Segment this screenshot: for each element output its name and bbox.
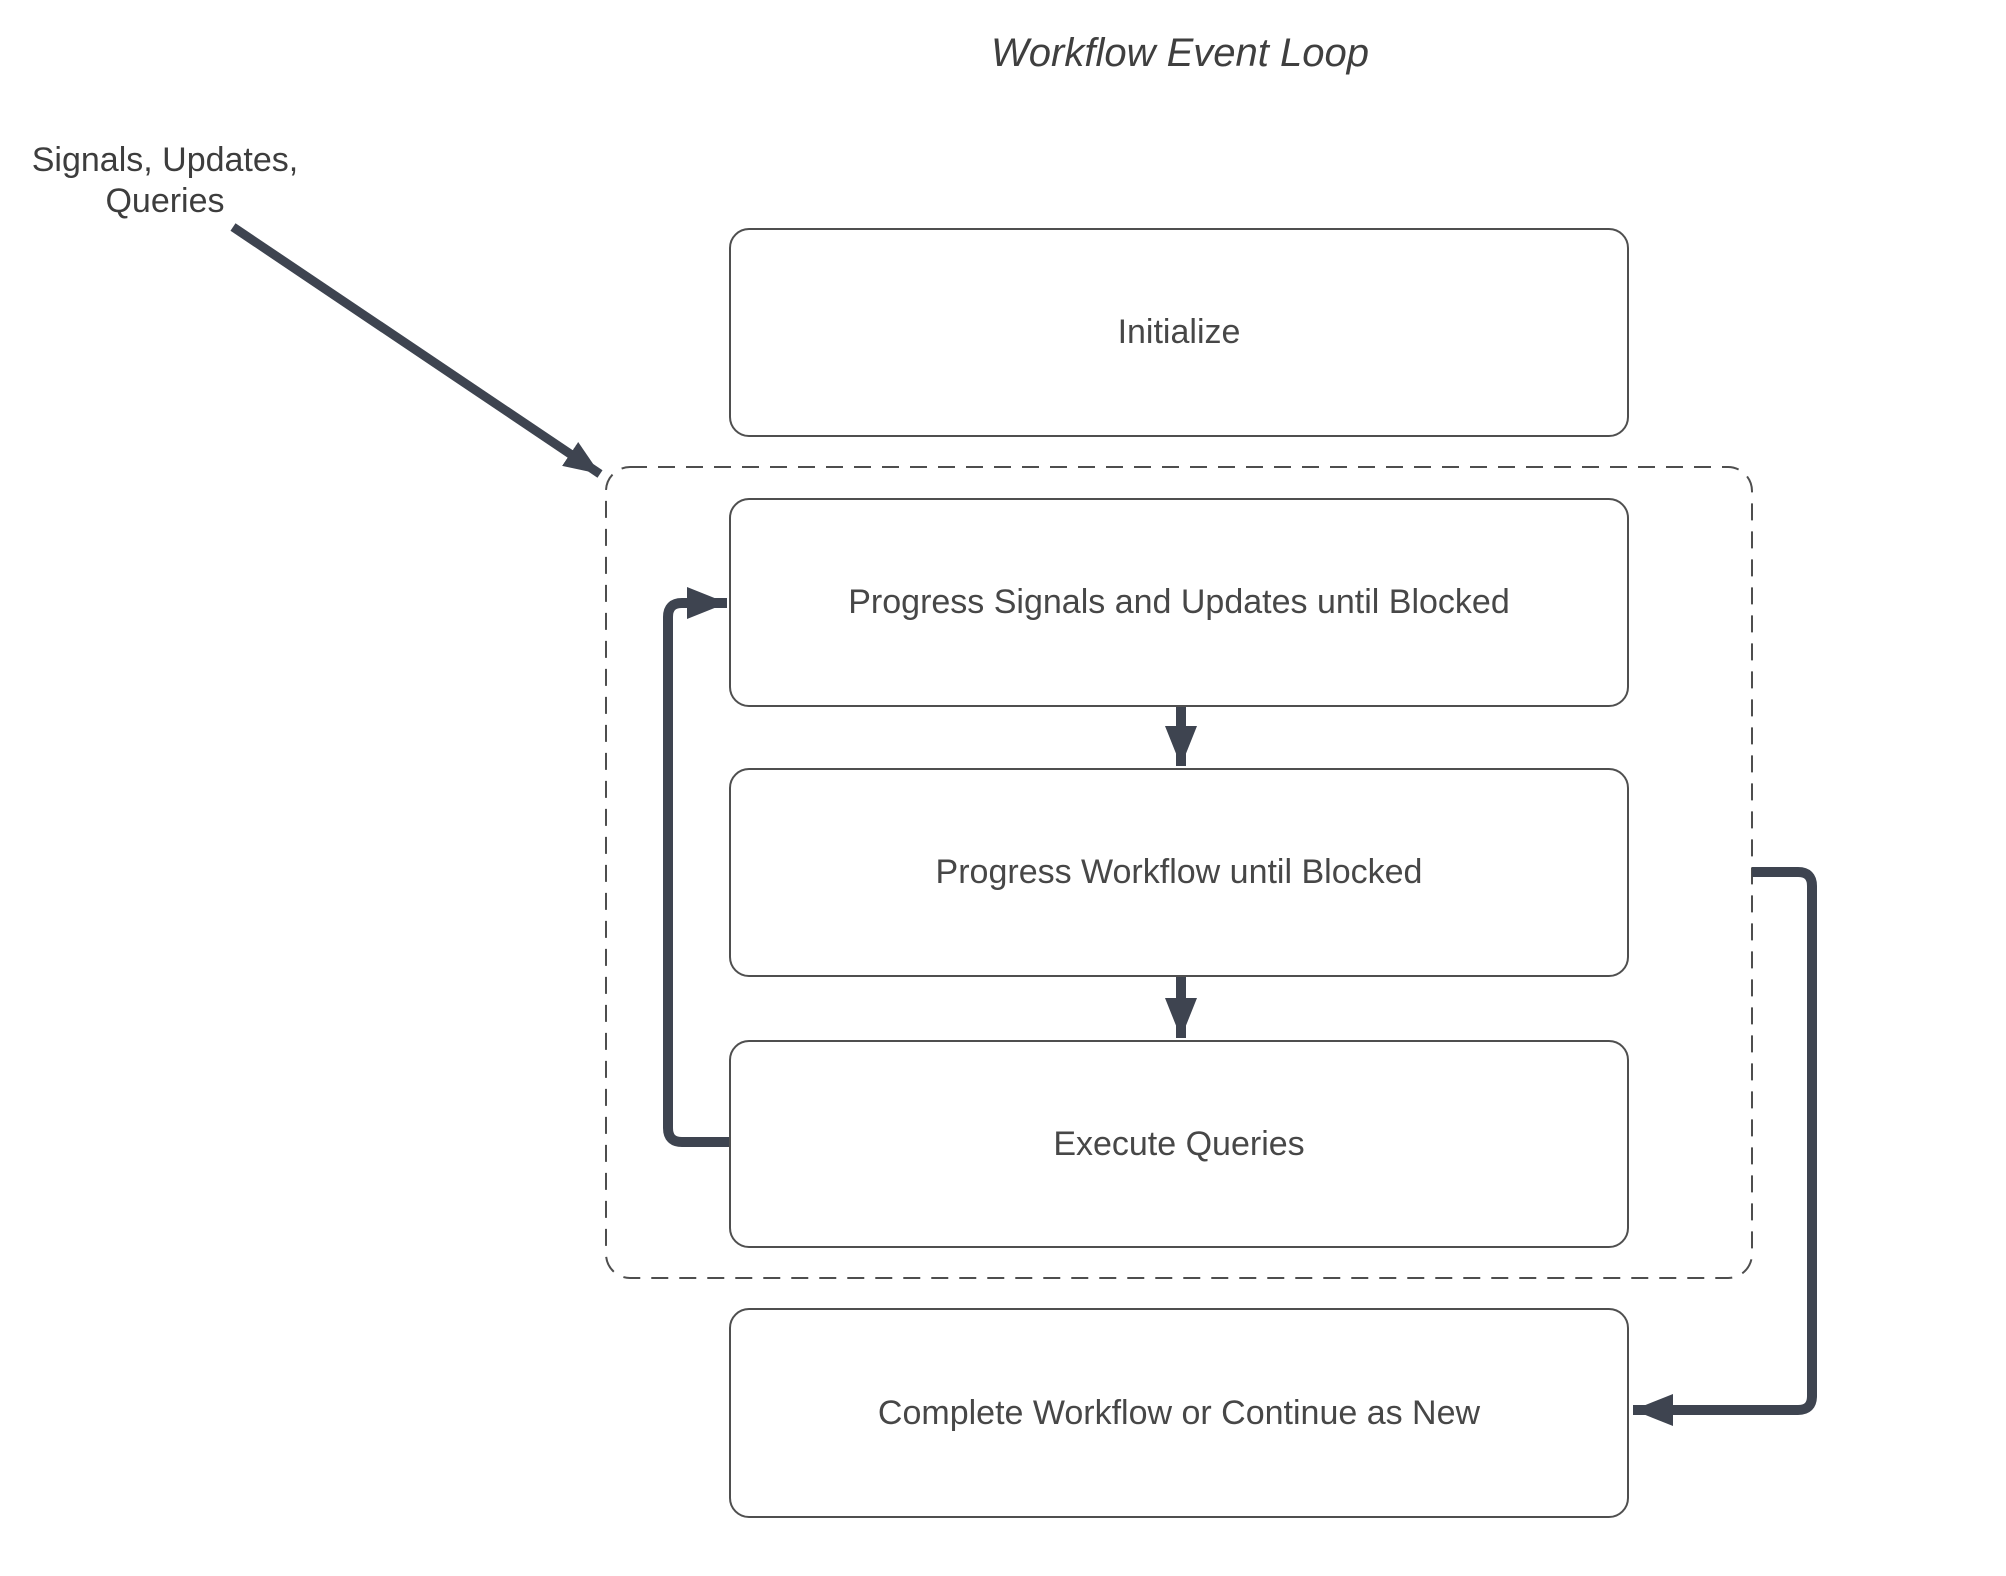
annotation-line-2: Queries bbox=[105, 182, 225, 220]
diagram-title: Workflow Event Loop bbox=[991, 31, 1369, 75]
node-execute-queries: Execute Queries bbox=[729, 1040, 1629, 1248]
node-progress-signals-and-updates: Progress Signals and Updates until Block… bbox=[729, 498, 1629, 707]
node-progress-workflow-label: Progress Workflow until Blocked bbox=[935, 853, 1423, 891]
node-complete-workflow: Complete Workflow or Continue as New bbox=[729, 1308, 1629, 1518]
arrow-signals-to-event-loop bbox=[230, 223, 603, 478]
signals-updates-queries-label: Signals, Updates, Queries bbox=[30, 140, 300, 222]
node-complete-workflow-label: Complete Workflow or Continue as New bbox=[877, 1393, 1481, 1432]
node-initialize: Initialize bbox=[729, 228, 1629, 437]
arrow-event-loop-to-complete bbox=[1633, 867, 1817, 1426]
node-execute-queries-label: Execute Queries bbox=[1053, 1124, 1305, 1163]
annotation-line-1: Signals, Updates, bbox=[31, 141, 299, 179]
node-initialize-label: Initialize bbox=[1117, 313, 1241, 351]
node-progress-workflow: Progress Workflow until Blocked bbox=[729, 768, 1629, 977]
arrow-execute-queries-to-progress-signals bbox=[663, 587, 729, 1147]
node-progress-signals-and-updates-label: Progress Signals and Updates until Block… bbox=[848, 583, 1510, 621]
